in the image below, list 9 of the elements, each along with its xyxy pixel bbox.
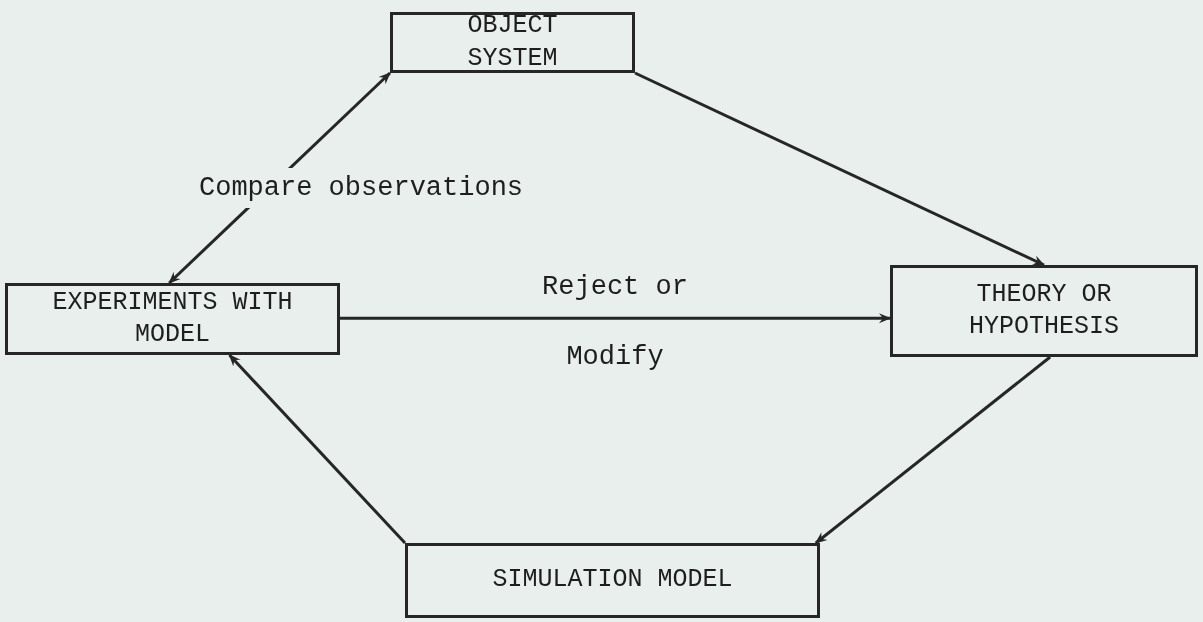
arrow <box>340 313 891 324</box>
edge-label: Reject or Modify <box>541 271 689 374</box>
process-box: THEORY OR HYPOTHESIS <box>890 265 1198 357</box>
process-box: SIMULATION MODEL <box>405 543 820 618</box>
process-box: EXPERIMENTS WITH MODEL <box>5 283 340 355</box>
arrow <box>814 355 1052 545</box>
arrow <box>634 71 1045 267</box>
arrow <box>228 353 407 545</box>
process-box: OBJECT SYSTEM <box>390 12 635 73</box>
